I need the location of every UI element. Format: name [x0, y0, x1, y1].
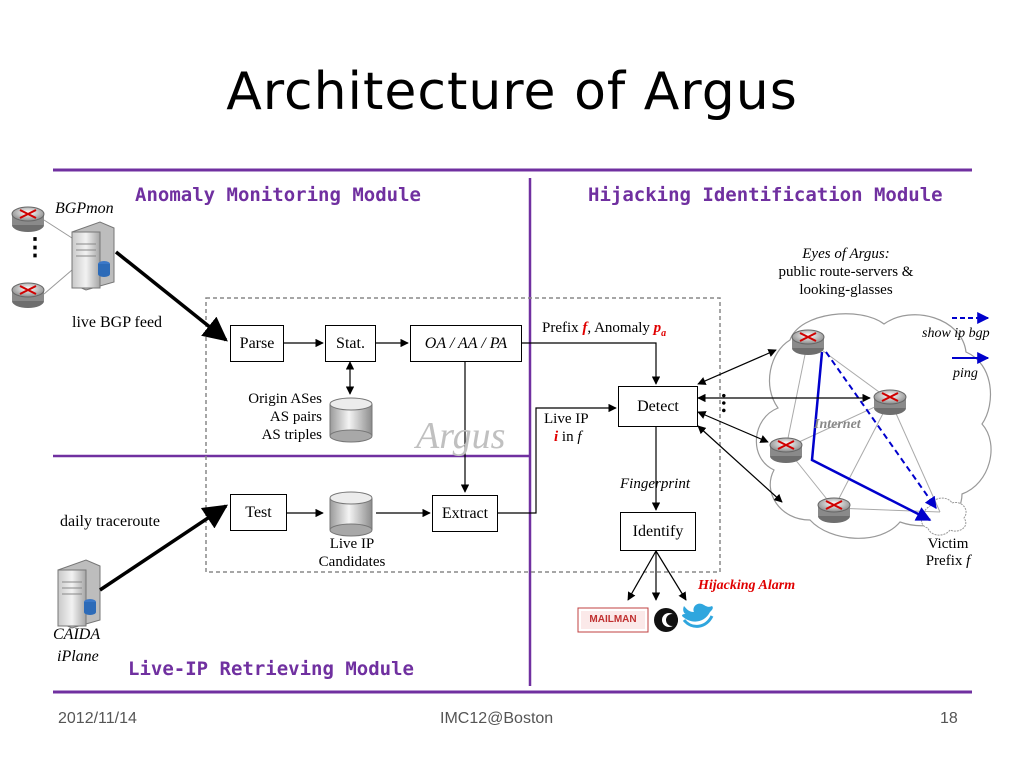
victim-prefix-text: Prefix	[925, 553, 967, 569]
identify-box: Identify	[620, 512, 696, 551]
live-ip-text: Live IP	[329, 536, 375, 552]
footer-page-number: 18	[940, 710, 958, 727]
extract-box: Extract	[432, 495, 498, 532]
anomaly-p: p	[653, 320, 662, 336]
live-bgp-feed-label: live BGP feed	[72, 314, 163, 331]
anomaly-text: , Anomaly	[587, 320, 654, 336]
slide-title: Architecture of Argus	[226, 62, 798, 122]
show-ip-bgp-legend-label: show ip bgp	[922, 326, 990, 341]
footer-venue: IMC12@Boston	[440, 710, 554, 727]
ping-legend-label: ping	[953, 366, 978, 381]
eyes-title: Eyes of Argus:	[802, 246, 890, 262]
router-ellipsis: ⋮	[23, 235, 47, 261]
live-ip-in: in	[558, 429, 578, 445]
oa-aa-pa-box: OA / AA / PA	[410, 325, 522, 362]
parse-box: Parse	[230, 325, 284, 362]
caida-label: CAIDA	[53, 626, 101, 643]
router-icon	[769, 437, 803, 463]
hijacking-alarm-label: Hijacking Alarm	[698, 578, 796, 593]
moon-icon	[654, 608, 678, 632]
traceroute-feed-arrow	[99, 504, 229, 592]
hijacking-module-title: Hijacking Identification Module	[588, 184, 943, 206]
mailman-icon	[577, 607, 649, 633]
twitter-bird-icon	[682, 603, 714, 628]
victim-prefix-f: f	[966, 553, 971, 569]
liveip-module-title: Live-IP Retrieving Module	[128, 658, 414, 680]
stat-box: Stat.	[325, 325, 376, 362]
iplane-label: iPlane	[57, 648, 99, 665]
live-ip-database-icon	[329, 491, 373, 537]
as-triples-text: AS triples	[261, 427, 322, 443]
show-ip-bgp-path	[825, 351, 937, 509]
live-ip-line: Live IP	[544, 411, 589, 427]
mailman-logo-text: MAILMAN	[589, 614, 637, 625]
router-icon	[11, 206, 45, 232]
live-ip-candidates-label: Live IP Candidates	[300, 535, 404, 571]
anomaly-module-title: Anomaly Monitoring Module	[135, 184, 421, 206]
router-icon	[817, 497, 851, 523]
prefix-text: Prefix	[542, 320, 583, 336]
bgp-feed-arrow	[114, 250, 228, 342]
eyes-of-argus-label: Eyes of Argus: public route-servers & lo…	[756, 245, 936, 299]
test-box: Test	[230, 494, 287, 531]
origin-as-database-icon	[329, 397, 373, 443]
candidates-text: Candidates	[318, 554, 386, 570]
prefix-f: f	[582, 320, 588, 336]
bgpmon-label: BGPmon	[55, 200, 114, 217]
origin-ases-text: Origin ASes	[248, 391, 322, 407]
internet-label: Internet	[814, 417, 861, 432]
detect-box: Detect	[618, 386, 698, 427]
caida-server-icon	[57, 559, 101, 629]
victim-text: Victim	[927, 536, 969, 552]
eyes-line3: looking-glasses	[799, 282, 893, 298]
ping-path	[810, 351, 932, 522]
eyes-line2: public route-servers &	[778, 264, 914, 280]
bgpmon-server-icon	[71, 221, 115, 291]
origin-db-label: Origin ASes AS pairs AS triples	[230, 390, 322, 444]
router-icon	[11, 282, 45, 308]
anomaly-subscript: a	[661, 328, 667, 339]
live-ip-i: i	[554, 429, 559, 445]
footer-date: 2012/11/14	[58, 710, 137, 727]
argus-watermark: Argus	[416, 415, 506, 457]
live-ip-f: f	[577, 429, 582, 445]
eyes-ellipsis: …	[717, 392, 742, 414]
prefix-anomaly-label: Prefix f, Anomaly pa	[542, 320, 666, 339]
live-ip-in-prefix-label: Live IP i in f	[544, 410, 589, 446]
daily-traceroute-label: daily traceroute	[60, 513, 160, 530]
router-icon	[873, 389, 907, 415]
victim-prefix-label: Victim Prefix f	[918, 536, 978, 570]
router-icon	[791, 329, 825, 355]
fingerprint-label: Fingerprint	[620, 476, 690, 492]
as-pairs-text: AS pairs	[269, 409, 322, 425]
